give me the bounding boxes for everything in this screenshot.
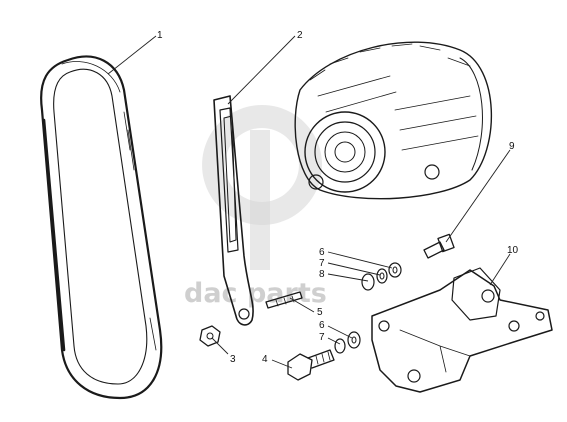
lower-washers <box>334 331 361 354</box>
mounting-bracket <box>371 267 553 393</box>
callout-6-lower: 6 <box>319 320 325 331</box>
callout-10: 10 <box>507 245 519 256</box>
callout-4: 4 <box>262 354 268 365</box>
adjusting-bar <box>213 95 254 326</box>
callout-6-upper: 6 <box>319 247 325 258</box>
callout-7-lower: 7 <box>319 332 325 343</box>
callout-3: 3 <box>230 354 236 365</box>
callout-5: 5 <box>317 307 323 318</box>
callout-1: 1 <box>157 30 163 41</box>
drive-belt <box>40 55 163 400</box>
stud-upper <box>423 233 455 259</box>
watermark-logo <box>202 105 323 270</box>
nut <box>199 325 221 347</box>
callout-2: 2 <box>297 30 303 41</box>
stud-lower <box>265 291 303 309</box>
upper-fasteners <box>361 262 402 291</box>
callout-7-upper: 7 <box>319 258 325 269</box>
watermark-text: dac parts <box>184 278 327 309</box>
leader-lines <box>107 35 511 369</box>
callout-8: 8 <box>319 269 325 280</box>
bolt <box>287 349 335 381</box>
callout-9: 9 <box>509 141 515 152</box>
alternator <box>294 41 492 200</box>
